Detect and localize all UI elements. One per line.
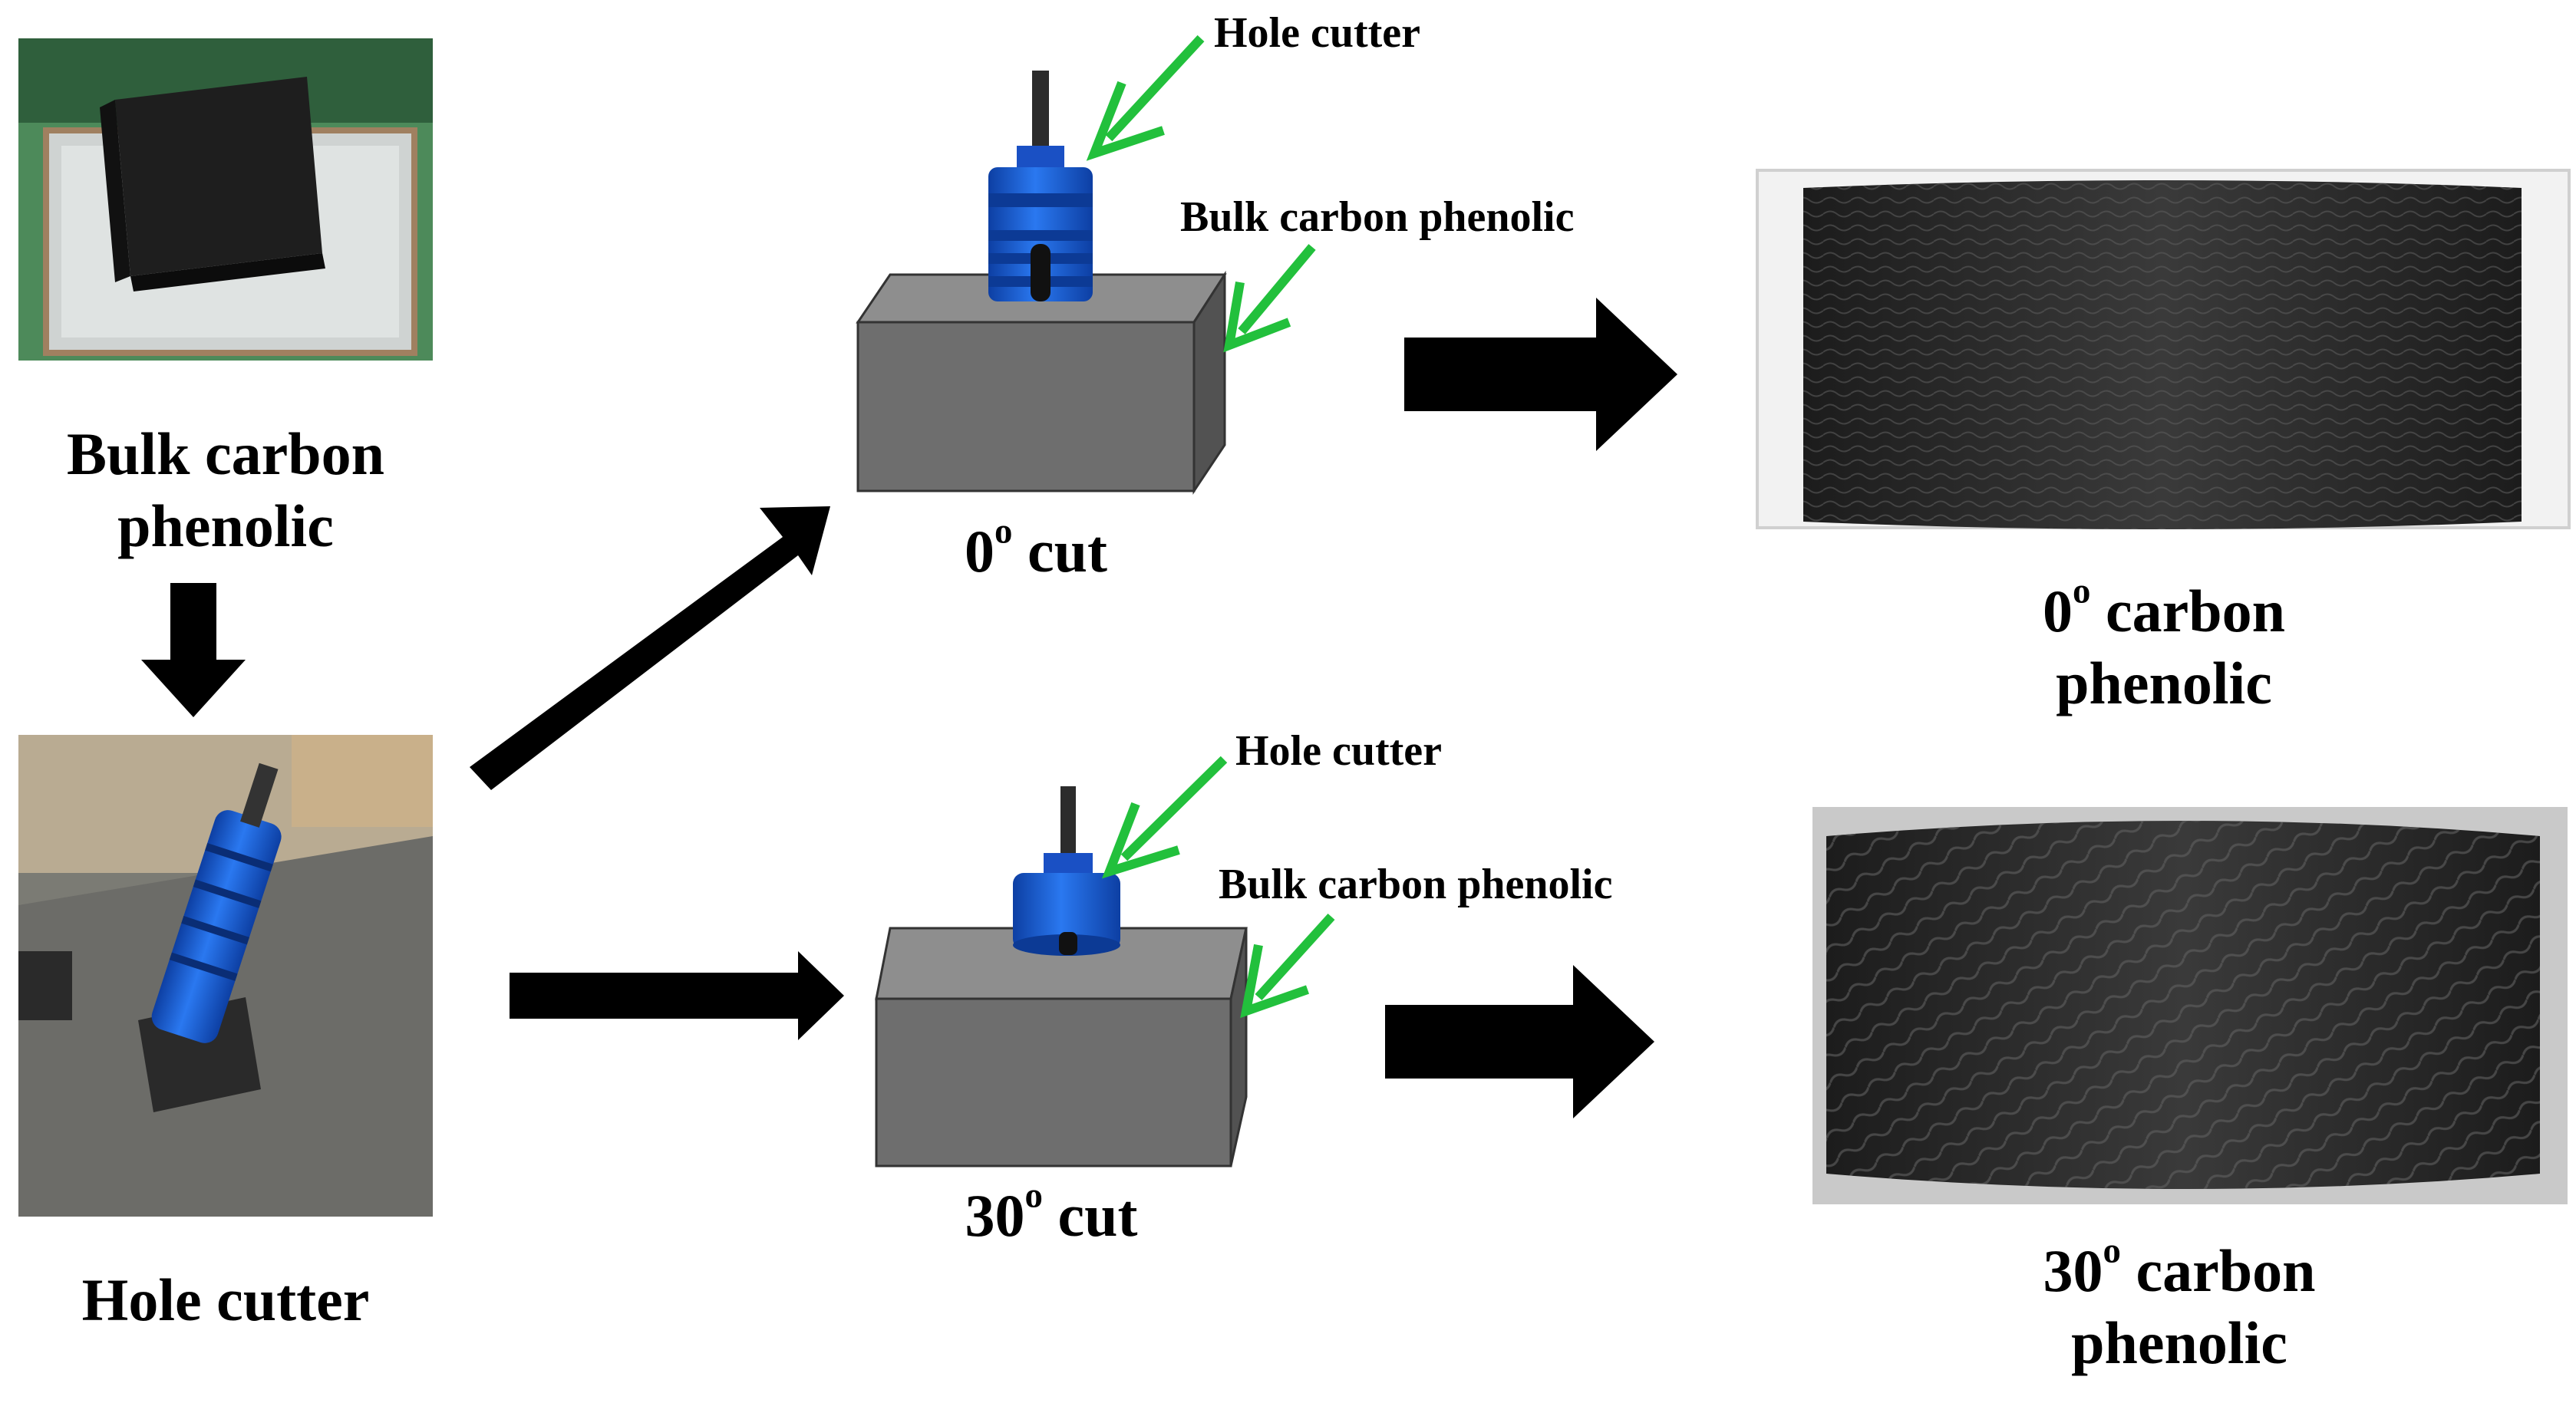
bottom-callout-hole-cutter-label: Hole cutter [1235,727,1442,775]
hole-cutter-photo-caption: Hole cutter [81,1266,370,1333]
cut-30-label: 30o cut [965,1175,1138,1249]
arrow-right-lower-left [510,951,844,1040]
hole-cutter-30-cut [1013,786,1120,956]
specimen-0-photo [1756,169,2571,529]
hole-cutter-photo [18,735,433,1217]
top-callout-hole-cutter-label: Hole cutter [1214,9,1420,57]
bulk-photo-caption-line1: Bulk carbon [67,420,384,487]
result-0-caption: 0o carbon phenolic [2043,571,2285,716]
arrow-right-top [1404,298,1677,451]
top-callout-bulk-label: Bulk carbon phenolic [1180,193,1575,241]
bulk-photo-caption-line2: phenolic [117,492,334,559]
hole-cutter-0-cut [988,71,1093,301]
bulk-carbon-phenolic-photo [18,38,433,361]
cut-0-label: 0o cut [965,511,1107,585]
bottom-callout-bulk-label: Bulk carbon phenolic [1219,861,1613,908]
arrow-down [141,583,246,717]
block-0-cut [856,270,1227,495]
bulk-photo-caption: Bulk carbon phenolic [18,418,433,562]
callout-arrow-top-hole-cutter [1086,35,1205,161]
result-30-caption: 30o carbon phenolic [2043,1230,2316,1376]
arrow-diagonal [470,506,830,790]
callout-arrow-top-bulk [1223,244,1316,353]
callout-arrow-bottom-hole-cutter [1101,756,1228,879]
arrow-right-bottom [1385,965,1654,1118]
callout-arrow-bottom-bulk [1240,913,1335,1019]
block-30-cut [875,927,1248,1168]
specimen-30-photo [1812,807,2568,1204]
